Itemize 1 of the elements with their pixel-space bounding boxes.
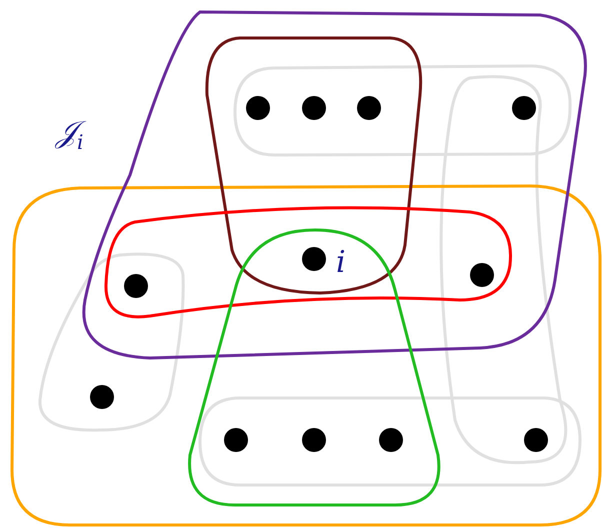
vertex-label: i — [336, 248, 346, 278]
